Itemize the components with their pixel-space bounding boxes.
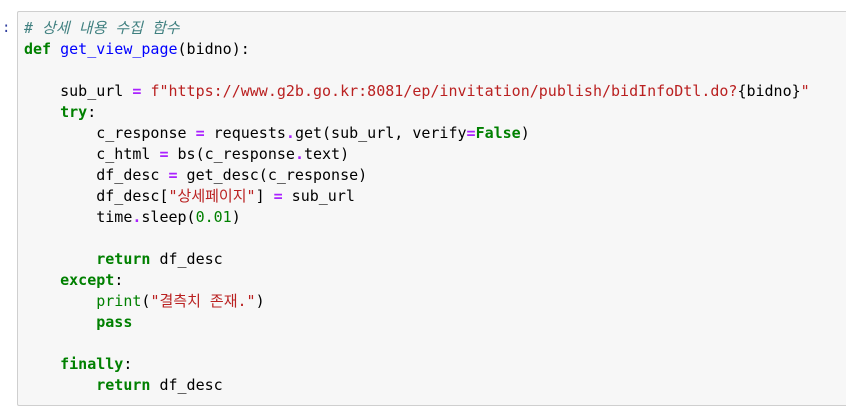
code-token-str: "결측치 존재." (150, 292, 256, 310)
code-token-op: . (132, 208, 142, 226)
code-token-plain: : (123, 355, 133, 373)
code-line (24, 333, 810, 354)
code-token-op: = (159, 145, 169, 163)
code-token-kw: except (60, 271, 115, 289)
code-line: except: (24, 270, 810, 291)
code-line (24, 228, 810, 249)
code-token-kw: return (96, 250, 151, 268)
code-token-plain: requests (204, 124, 286, 142)
code-indent (24, 376, 96, 394)
code-indent (24, 82, 60, 100)
code-line: pass (24, 312, 810, 333)
code-indent (24, 208, 96, 226)
code-token-plain: sub_url (60, 82, 133, 100)
code-token-num: 0.01 (195, 208, 232, 226)
code-line: return df_desc (24, 375, 810, 396)
code-line: sub_url = f"https://www.g2b.go.kr:8081/e… (24, 81, 810, 102)
code-token-plain: get(sub_url, verify (294, 124, 467, 142)
code-token-plain: c_response (96, 124, 196, 142)
code-token-op: . (285, 124, 295, 142)
code-token-kw: def (24, 40, 52, 58)
code-editor[interactable]: # 상세 내용 수집 함수 def get_view_page(bidno): s… (24, 18, 810, 396)
code-token-plain: get_desc(c_response) (177, 166, 368, 184)
code-token-op: = (168, 166, 178, 184)
code-token-str: "상세페이지" (168, 187, 256, 205)
code-token-plain: ) (255, 292, 265, 310)
code-token-plain: {bidno} (737, 82, 801, 100)
code-token-plain: df_desc (150, 250, 223, 268)
code-token-plain: : (114, 271, 124, 289)
code-indent (24, 313, 96, 331)
code-token-comment: # 상세 내용 수집 함수 (24, 19, 180, 37)
code-token-plain: time (96, 208, 133, 226)
code-token-plain: df_desc[ (96, 187, 169, 205)
code-indent (24, 292, 96, 310)
code-line: df_desc = get_desc(c_response) (24, 165, 810, 186)
code-cell[interactable]: # 상세 내용 수집 함수 def get_view_page(bidno): s… (17, 11, 846, 406)
code-indent (24, 166, 96, 184)
code-line: print("결측치 존재.") (24, 291, 810, 312)
code-token-op: . (294, 145, 304, 163)
code-line: time.sleep(0.01) (24, 207, 810, 228)
code-token-str: " (800, 82, 810, 100)
code-token-op: = (466, 124, 476, 142)
code-token-kw: finally (60, 355, 124, 373)
code-indent (24, 145, 96, 163)
code-token-fn: get_view_page (60, 40, 178, 58)
code-token-op: = (195, 124, 205, 142)
code-token-plain: df_desc (96, 166, 169, 184)
code-line: try: (24, 102, 810, 123)
code-token-plain: ) (520, 124, 530, 142)
code-line: return df_desc (24, 249, 810, 270)
code-token-kw: try (60, 103, 88, 121)
code-token-str: f"https://www.g2b.go.kr:8081/ep/invitati… (150, 82, 738, 100)
code-token-plain: c_html (96, 145, 160, 163)
code-token-plain: bs(c_response (168, 145, 295, 163)
code-token-plain: : (87, 103, 97, 121)
code-indent (24, 103, 60, 121)
code-line (24, 60, 810, 81)
code-line: c_response = requests.get(sub_url, verif… (24, 123, 810, 144)
code-line: # 상세 내용 수집 함수 (24, 18, 810, 39)
code-indent (24, 250, 96, 268)
cell-prompt: : (2, 20, 11, 36)
code-token-plain: ( (141, 292, 151, 310)
code-token-kw: False (475, 124, 521, 142)
code-token-plain: text) (303, 145, 350, 163)
code-token-op: = (273, 187, 283, 205)
code-token-plain (51, 40, 60, 58)
code-token-plain: sleep( (141, 208, 196, 226)
code-token-plain: ) (231, 208, 241, 226)
code-token-plain: df_desc (150, 376, 223, 394)
code-token-builtin: print (96, 292, 142, 310)
code-token-plain: (bidno): (177, 40, 250, 58)
code-token-op: = (132, 82, 142, 100)
code-indent (24, 355, 60, 373)
code-token-kw: pass (96, 313, 133, 331)
code-token-kw: return (96, 376, 151, 394)
code-token-plain: sub_url (282, 187, 355, 205)
code-indent (24, 187, 96, 205)
code-indent (24, 124, 96, 142)
code-line: def get_view_page(bidno): (24, 39, 810, 60)
code-token-plain: ] (255, 187, 274, 205)
code-indent (24, 271, 60, 289)
code-line: finally: (24, 354, 810, 375)
code-line: df_desc["상세페이지"] = sub_url (24, 186, 810, 207)
code-line: c_html = bs(c_response.text) (24, 144, 810, 165)
